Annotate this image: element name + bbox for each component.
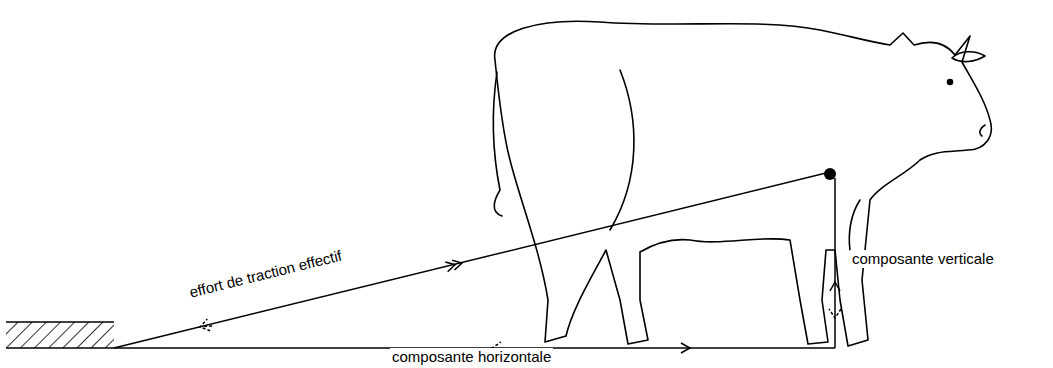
force-lines [114, 172, 835, 348]
hitch-point [824, 168, 836, 180]
horizontal-arrowhead [681, 343, 690, 353]
load-block [6, 322, 114, 348]
vertical-arrowhead [830, 282, 840, 291]
cow-figure [493, 21, 991, 346]
component-label: composante horizontale [390, 348, 553, 366]
vertical-reaction-arrowhead [829, 309, 841, 318]
traction-force-line [114, 172, 830, 348]
force-label: effort de traction effectif [186, 246, 346, 302]
component-label: composante verticale [850, 250, 996, 268]
reaction-arrowhead [199, 318, 214, 333]
load-block-bottom [6, 347, 114, 349]
double-arrowhead [445, 258, 463, 272]
vertical-component-line [834, 178, 836, 348]
load-block-top [6, 321, 114, 323]
